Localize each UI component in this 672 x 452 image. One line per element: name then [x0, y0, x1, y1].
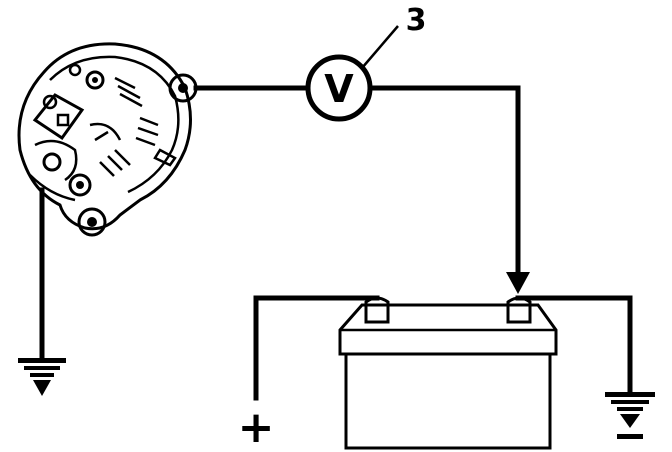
ground-icon	[605, 392, 655, 439]
probe-arrow	[506, 272, 530, 294]
positive-symbol: +	[238, 402, 275, 452]
callout-number: 3	[406, 3, 427, 38]
ground-icon	[18, 358, 66, 396]
callout-leader	[361, 25, 399, 69]
voltmeter-to-battery-wire	[369, 85, 521, 279]
voltmeter-icon: V	[305, 54, 373, 122]
battery-icon	[338, 296, 558, 450]
battery-negative-lead	[515, 295, 633, 395]
alternator-icon	[17, 42, 198, 237]
voltmeter-symbol: V	[324, 67, 354, 111]
battery-positive-lead	[253, 295, 380, 401]
